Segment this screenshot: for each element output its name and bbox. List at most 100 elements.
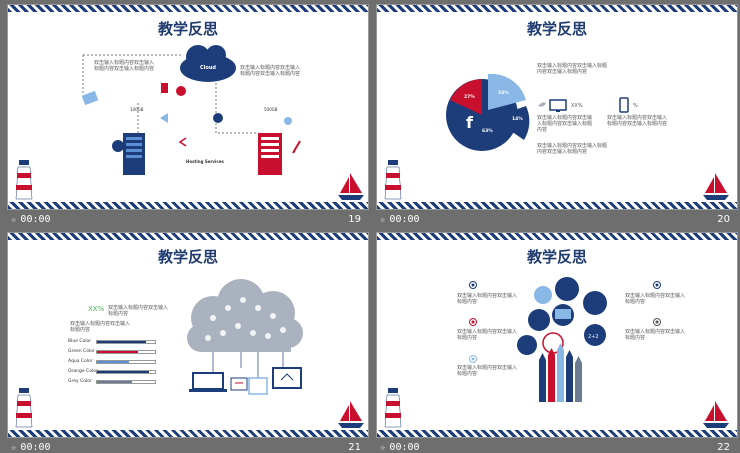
- lighthouse-icon: [384, 160, 402, 200]
- bullet-icon-1: [469, 281, 477, 289]
- pie-label-63: 63%: [482, 128, 493, 134]
- stripe-border-bottom: [377, 430, 737, 437]
- lighthouse-icon: [15, 160, 33, 200]
- lighthouse-icon: [15, 388, 33, 428]
- badge-icon: [555, 277, 579, 301]
- sailboat-icon: [703, 173, 729, 200]
- stripe-border-top: [377, 5, 737, 12]
- progress-track: [96, 370, 156, 374]
- mobile-icon: [619, 97, 629, 113]
- cloud-label: Cloud: [200, 65, 216, 71]
- bullet-icon-3: [469, 355, 477, 363]
- ruler-bubble-icon: [528, 309, 550, 331]
- slide-thumb-21[interactable]: 教学反思 XX% 双击输入标题内容双击输入标题内容 双击输入标题内容双击输入标题…: [7, 232, 369, 453]
- stripe-border-top: [8, 233, 368, 240]
- slide-title: 教学反思: [526, 248, 587, 266]
- stripe-border-top: [8, 5, 368, 12]
- slide-footer: ☆00:00 20: [376, 210, 738, 230]
- progress-fill: [97, 361, 129, 363]
- flask-icon: [583, 291, 607, 315]
- cloud-icon: [187, 279, 303, 352]
- timing-readout: ☆00:00: [11, 214, 51, 225]
- pie-slice-light: [488, 73, 526, 110]
- progress-fill: [97, 381, 132, 383]
- desktop-percent: XX%: [571, 103, 583, 109]
- progress-track: [96, 360, 156, 364]
- education-illustration: 2+2: [517, 277, 607, 402]
- progress-fill: [97, 351, 138, 353]
- cloud-network-illustration: [187, 279, 303, 395]
- bullet-text-left-2: 双击输入标题内容双击输入标题内容: [457, 329, 518, 341]
- hosting-label: Hosting Services: [186, 159, 224, 164]
- progress-label: Orange Color: [68, 369, 98, 374]
- stripe-border-bottom: [8, 430, 368, 437]
- progress-label: Aqua Color: [68, 359, 93, 364]
- sailboat-icon: [338, 173, 364, 200]
- abc-icon: [517, 335, 537, 355]
- slide-footer: ☆00:00 21: [7, 438, 369, 453]
- record-icon: [176, 86, 186, 96]
- cart-icon: [230, 377, 248, 391]
- slide-thumb-20[interactable]: 教学反思 27% 23% 14% 63% f 双击输入标题内容双击输入标题内容双…: [376, 4, 738, 230]
- pie-label-27: 27%: [464, 94, 475, 100]
- left-server-label: 100GB: [130, 107, 144, 112]
- monitor-home-icon: [272, 367, 302, 389]
- slide-title: 教学反思: [526, 20, 587, 38]
- lighthouse-icon: [384, 388, 402, 428]
- bullet-icon-2: [469, 318, 477, 326]
- progress-track: [96, 350, 156, 354]
- slide-thumb-19[interactable]: 教学反思 Cloud 1: [7, 4, 369, 230]
- globe-icon: [213, 113, 223, 123]
- pie-label-23: 23%: [498, 90, 509, 96]
- pie-label-14: 14%: [512, 116, 523, 122]
- slide-canvas: 教学反思 27% 23% 14% 63% f 双击输入标题内容双击输入标题内容双…: [376, 4, 738, 210]
- cloud-hosting-diagram: Cloud 100GB 500GB: [81, 45, 301, 175]
- slide-number: 19: [348, 214, 361, 225]
- timing-readout: ☆00:00: [380, 442, 420, 453]
- percent-highlight: XX%: [88, 305, 105, 313]
- progress-row: Blue Color: [68, 338, 168, 347]
- timing-readout: ☆00:00: [380, 214, 420, 225]
- megaphone-icon: [160, 113, 168, 123]
- server-right-icon: [258, 133, 282, 175]
- slide-canvas: 教学反思 Cloud 1: [7, 4, 369, 210]
- slide-number: 21: [348, 442, 361, 453]
- slide-footer: ☆00:00 22: [376, 438, 738, 453]
- progress-label: Grey Color: [68, 379, 92, 384]
- bullet-text-right-1: 双击输入标题内容双击输入标题内容: [625, 293, 686, 305]
- mail-icon: [81, 90, 99, 106]
- progress-label: Blue Color: [68, 339, 92, 344]
- slide-title: 教学反思: [157, 20, 218, 38]
- twitter-icon: [538, 102, 546, 107]
- transition-star-icon: ☆: [11, 215, 17, 225]
- laptop-icon: [189, 372, 227, 392]
- progress-row: Grey Color: [68, 378, 168, 387]
- bullet-icon-5: [653, 318, 661, 326]
- pie-slice-extract: [492, 106, 530, 140]
- progress-fill: [97, 341, 147, 343]
- phone-icon: [161, 83, 168, 93]
- progress-row: Aqua Color: [68, 358, 168, 367]
- tablet-icon: [248, 377, 268, 395]
- pie-slice-red: [450, 79, 482, 115]
- transition-star-icon: ☆: [11, 443, 17, 453]
- slide-footer: ☆00:00 19: [7, 210, 369, 230]
- pen-icon: [292, 140, 301, 154]
- bullet-text-left-3: 双击输入标题内容双击输入标题内容: [457, 365, 518, 377]
- timing-readout: ☆00:00: [11, 442, 51, 453]
- share-icon: [178, 137, 187, 147]
- cloud-icon: [180, 45, 236, 82]
- text-block-right: 双击输入标题内容双击输入标题内容双击输入标题内容: [607, 115, 668, 127]
- text-block-bottom: 双击输入标题内容双击输入标题内容双击输入标题内容: [537, 143, 608, 155]
- stripe-border-top: [377, 233, 737, 240]
- transition-star-icon: ☆: [380, 443, 386, 453]
- mobile-percent: %: [633, 103, 638, 109]
- slide-number: 20: [717, 214, 730, 225]
- text-block-top: 双击输入标题内容双击输入标题内容双击输入标题内容: [94, 60, 155, 72]
- slide-thumb-22[interactable]: 教学反思 双击输入标题内容双击输入标题内容 双击输入标题内容双击输入标题内容 双…: [376, 232, 738, 453]
- bullet-text-right-2: 双击输入标题内容双击输入标题内容: [625, 329, 686, 341]
- pencil-group-icon: [539, 343, 582, 402]
- text-block-top: 双击输入标题内容双击输入标题内容: [108, 305, 169, 317]
- chat-bubble-icon: [534, 286, 552, 304]
- progress-row: Green Color: [68, 348, 168, 357]
